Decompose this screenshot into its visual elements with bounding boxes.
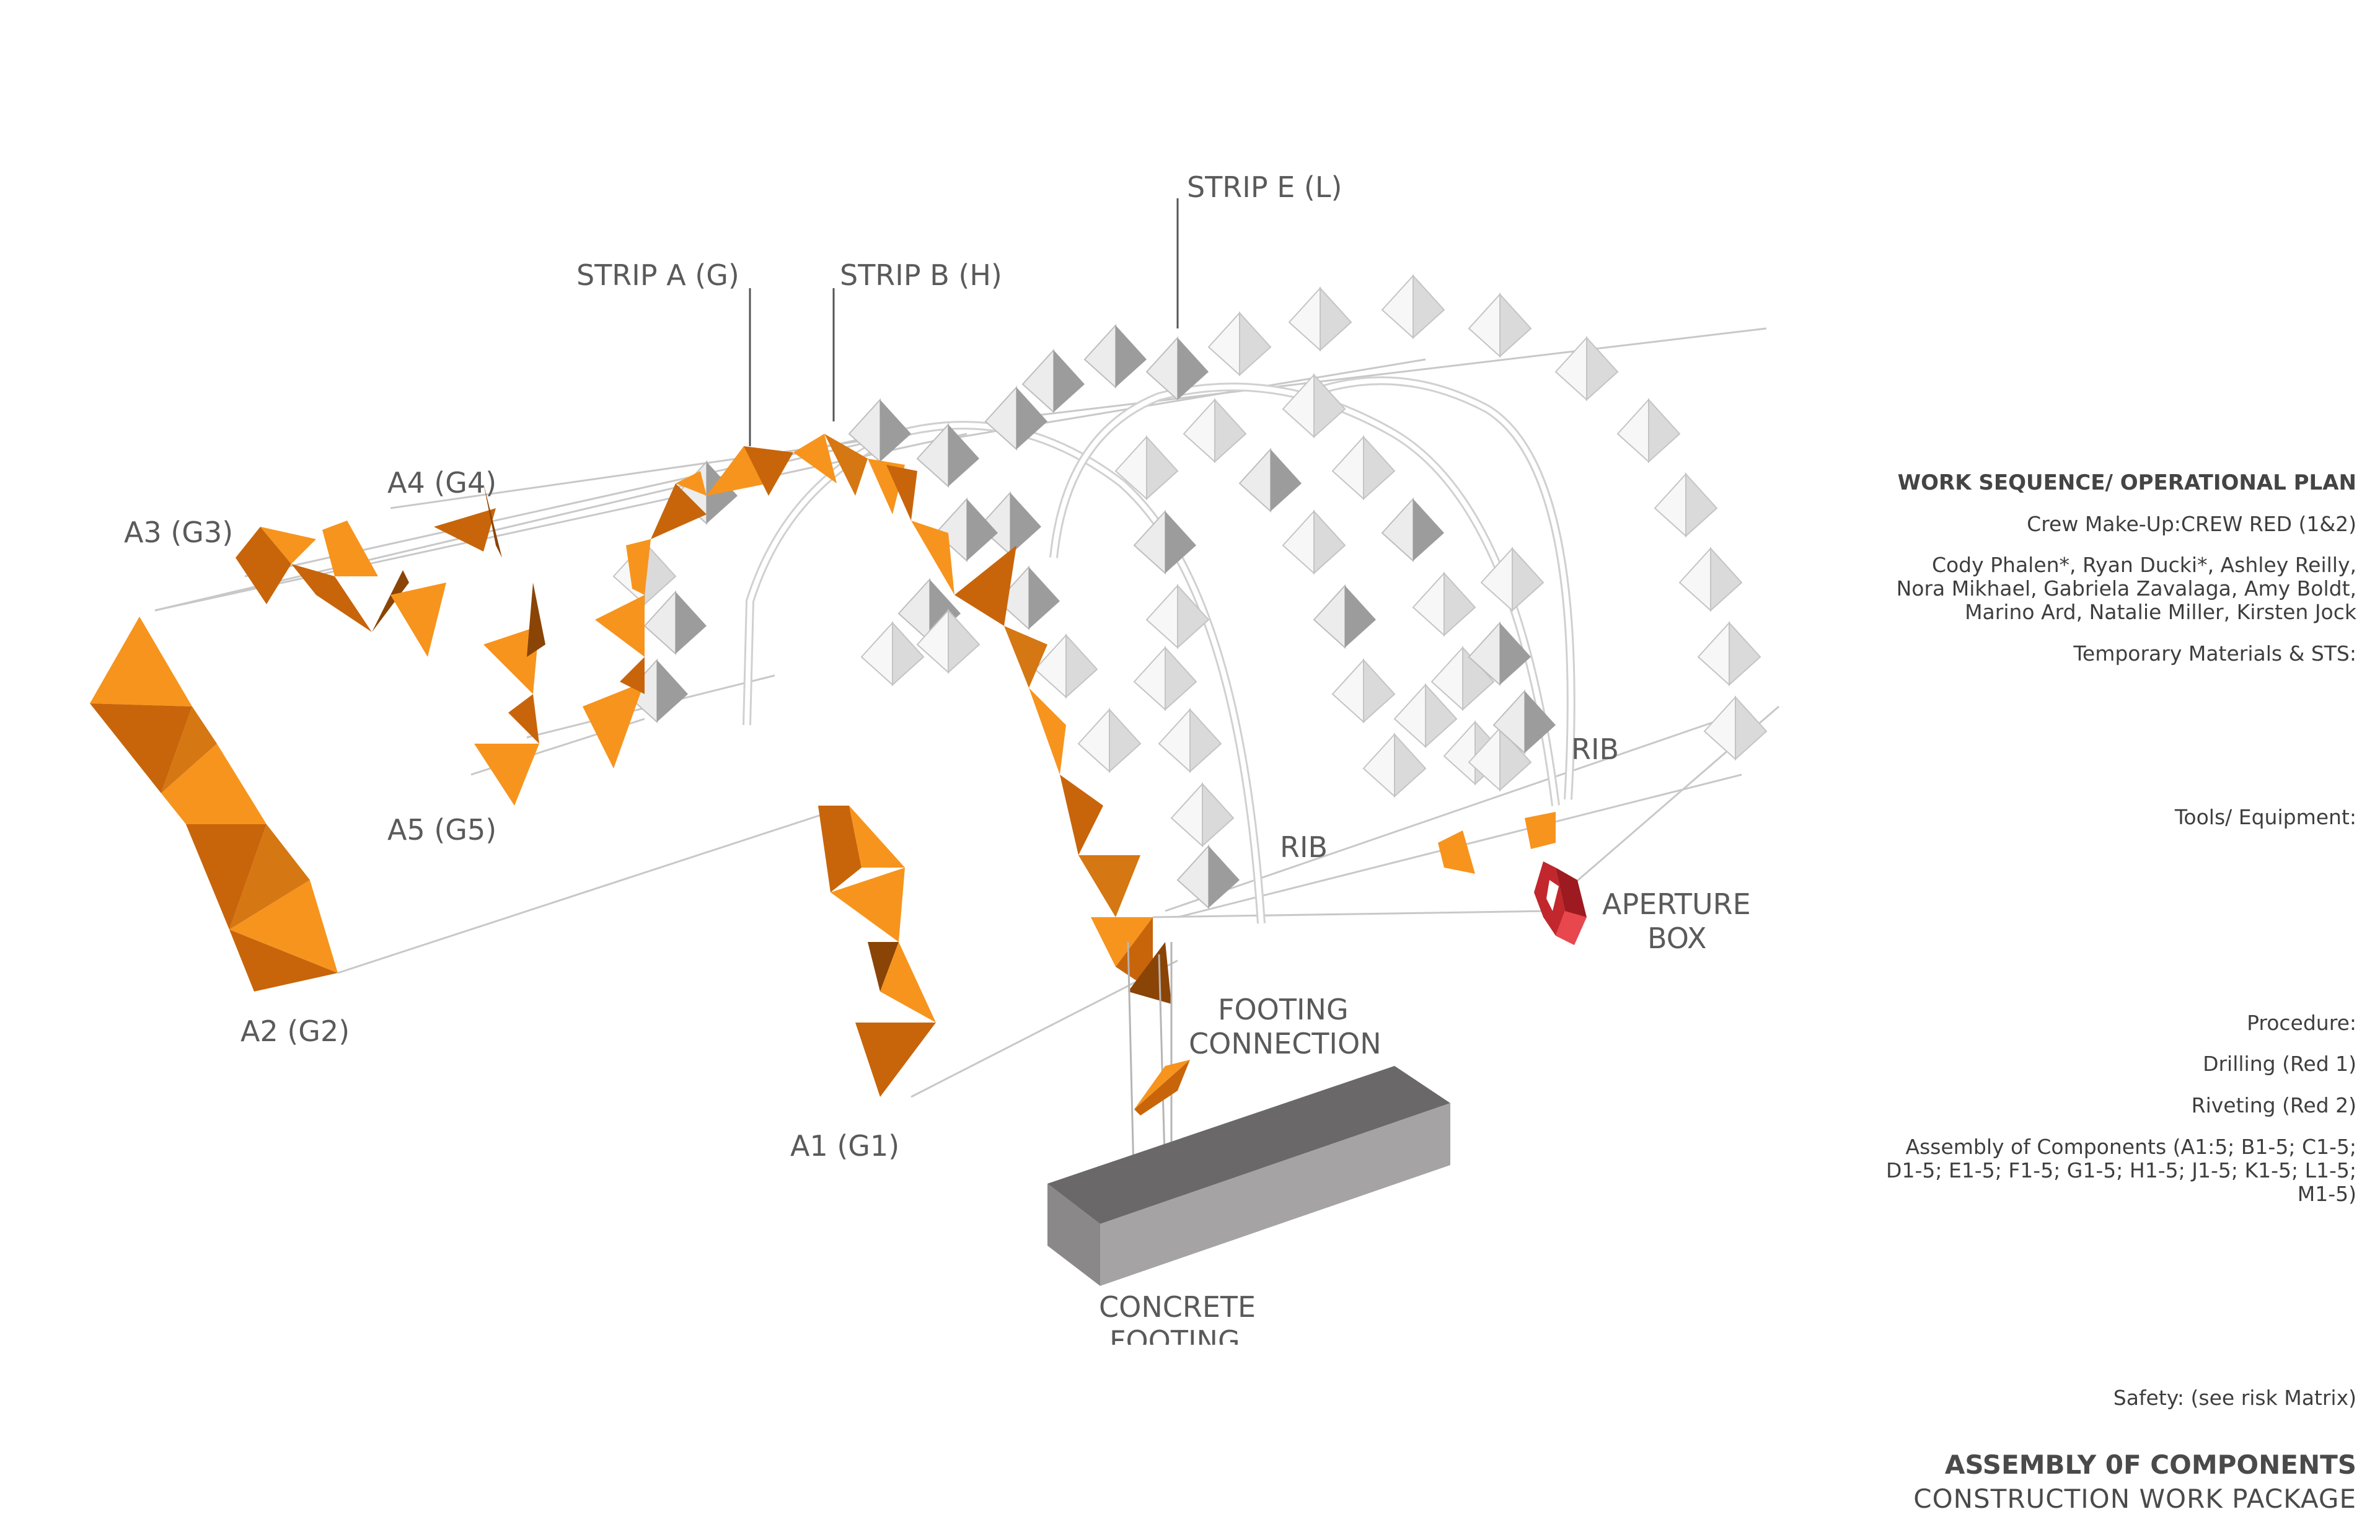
panel-riveting: Riveting (Red 2) (2191, 1093, 2356, 1117)
panel-assembly-2: D1-5; E1-5; F1-5; G1-5; H1-5; J1-5; K1-5… (1886, 1158, 2356, 1182)
label-strip-e: STRIP E (L) (1187, 170, 1342, 204)
label-strip-a: STRIP A (G) (576, 258, 739, 292)
panel-crew: Crew Make-Up:CREW RED (1&2) (2027, 512, 2356, 536)
label-footing-conn-2: CONNECTION (1189, 1027, 1382, 1060)
label-aperture-2: BOX (1647, 922, 1707, 955)
component-a5 (474, 583, 545, 806)
concrete-footing (1047, 1066, 1450, 1286)
label-aperture-1: APERTURE (1602, 887, 1751, 921)
panel-safety: Safety: (see risk Matrix) (2113, 1386, 2356, 1410)
panel-procedure: Procedure: (2247, 1011, 2356, 1035)
label-footing-conn-1: FOOTING (1218, 993, 1349, 1026)
panel-tools: Tools/ Equipment: (2174, 805, 2356, 829)
panel-members-3: Marino Ard, Natalie Miller, Kirsten Jock (1965, 600, 2356, 624)
label-a5: A5 (G5) (387, 813, 496, 847)
label-rib-1: RIB (1280, 830, 1328, 864)
work-sequence-panel: WORK SEQUENCE/ OPERATIONAL PLAN Crew Mak… (1799, 0, 2356, 1540)
panel-heading: WORK SEQUENCE/ OPERATIONAL PLAN (1897, 470, 2356, 495)
package-subtitle: CONSTRUCTION WORK PACKAGE (1913, 1484, 2356, 1514)
label-a2: A2 (G2) (240, 1014, 350, 1048)
leader-lines (749, 198, 1179, 446)
package-title: ASSEMBLY 0F COMPONENTS (1944, 1450, 2356, 1480)
label-a1: A1 (G1) (790, 1129, 899, 1163)
aperture-box (1534, 861, 1587, 945)
component-a3 (236, 483, 502, 657)
label-a3: A3 (G3) (124, 516, 233, 549)
panel-members-1: Cody Phalen*, Ryan Ducki*, Ashley Reilly… (1931, 553, 2356, 577)
label-a4: A4 (G4) (387, 466, 496, 499)
small-orange-parts (1438, 812, 1556, 874)
panel-assembly-3: M1-5) (2297, 1182, 2356, 1206)
back-strips (613, 275, 1767, 909)
label-rib-2: RIB (1571, 733, 1619, 766)
panel-temp-materials: Temporary Materials & STS: (2073, 641, 2356, 666)
component-a1 (818, 806, 936, 1097)
label-concrete-1: CONCRETE (1099, 1290, 1256, 1324)
label-strip-b: STRIP B (H) (840, 258, 1002, 292)
panel-assembly-1: Assembly of Components (A1:5; B1-5; C1-5… (1905, 1135, 2356, 1159)
component-a2 (90, 617, 338, 992)
panel-members-2: Nora Mikhael, Gabriela Zavalaga, Amy Bol… (1896, 576, 2356, 601)
panel-drilling: Drilling (Red 1) (2203, 1052, 2356, 1076)
